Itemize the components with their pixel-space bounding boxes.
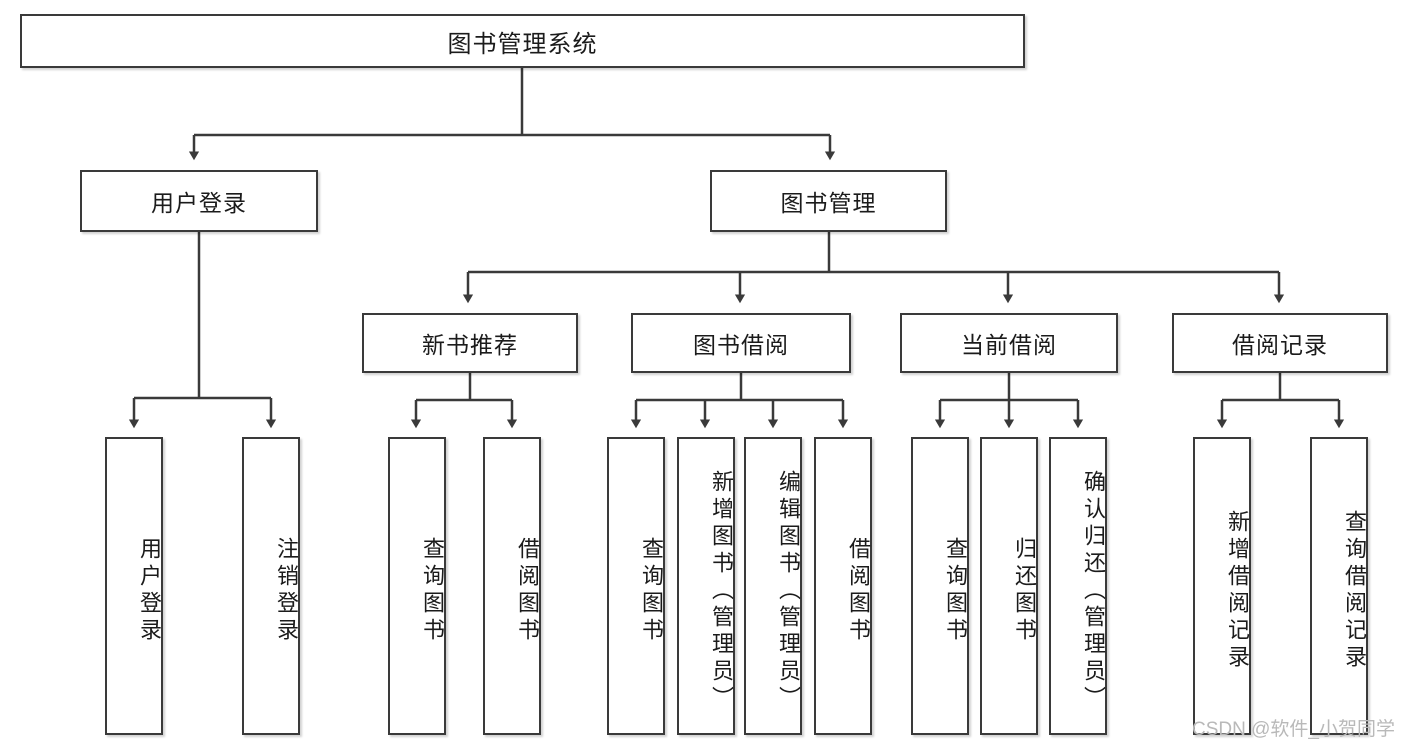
node-current-borrow[interactable]: 当前借阅 [900,313,1118,373]
node-leaf-borrow-book-1[interactable]: 借阅图书 [483,437,541,735]
node-leaf-add-book[interactable]: 新增图书（管理员） [677,437,735,735]
node-leaf-logout[interactable]: 注销登录 [242,437,300,735]
node-leaf-borrow-book-2[interactable]: 借阅图书 [814,437,872,735]
node-leaf-query-book-1[interactable]: 查询图书 [388,437,446,735]
node-leaf-user-login[interactable]: 用户登录 [105,437,163,735]
node-book-borrow[interactable]: 图书借阅 [631,313,851,373]
node-leaf-edit-book[interactable]: 编辑图书（管理员） [744,437,802,735]
node-leaf-query-book-3[interactable]: 查询图书 [911,437,969,735]
node-leaf-query-book-2[interactable]: 查询图书 [607,437,665,735]
node-leaf-confirm-return[interactable]: 确认归还（管理员） [1049,437,1107,735]
watermark-text: CSDN @软件_小贺同学 [1192,719,1395,740]
node-leaf-query-record[interactable]: 查询借阅记录 [1310,437,1368,735]
node-user-login[interactable]: 用户登录 [80,170,318,232]
node-book-manage[interactable]: 图书管理 [710,170,947,232]
node-root-system[interactable]: 图书管理系统 [20,14,1025,68]
node-leaf-return-book[interactable]: 归还图书 [980,437,1038,735]
node-borrow-record[interactable]: 借阅记录 [1172,313,1388,373]
node-new-book-recommend[interactable]: 新书推荐 [362,313,578,373]
node-leaf-add-record[interactable]: 新增借阅记录 [1193,437,1251,735]
